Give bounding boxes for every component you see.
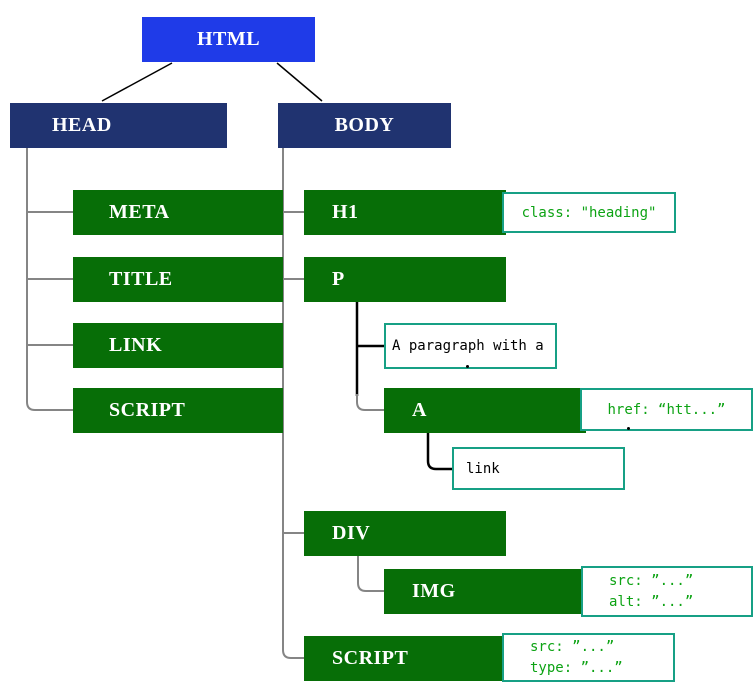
a-text-node-box: link [452, 447, 625, 490]
node-title-label: TITLE [109, 268, 173, 290]
edge-a-link [426, 433, 452, 471]
node-body-label: BODY [334, 114, 395, 136]
h1-attributes-text: class: "heading" [521, 204, 657, 221]
node-img-label: IMG [412, 580, 456, 602]
node-img: IMG [384, 569, 586, 614]
node-html-label: HTML [196, 28, 261, 50]
a-attributes-box: href: “htt...” [580, 388, 753, 431]
node-body: BODY [278, 103, 451, 148]
node-head: HEAD [10, 103, 227, 148]
node-meta: META [73, 190, 283, 235]
node-link-label: LINK [109, 334, 163, 356]
node-meta-label: META [109, 201, 170, 223]
p-text-node-box: A paragraph with a [384, 323, 557, 369]
edge-div-img [357, 556, 384, 592]
script-attributes-box: src: ”...” type: ”...” [502, 633, 675, 682]
edge-body-trunk [282, 148, 304, 659]
a-text-node-text: link [466, 460, 500, 477]
script-attributes-line2: type: ”...” [530, 659, 623, 676]
node-head-script-label: SCRIPT [109, 399, 186, 421]
edge-head-trunk [26, 148, 73, 411]
img-attributes-line1: src: ”...” [609, 573, 694, 590]
node-p-label: P [332, 268, 345, 290]
node-a: A [384, 388, 586, 433]
node-div: DIV [304, 511, 506, 556]
edge-html-head [101, 62, 173, 102]
node-body-script: SCRIPT [304, 636, 506, 681]
stray-dot [627, 427, 630, 430]
stray-dot [466, 365, 469, 368]
edge-html-body [276, 62, 323, 102]
h1-attributes-box: class: "heading" [502, 192, 676, 233]
node-title: TITLE [73, 257, 283, 302]
a-attributes-text: href: “htt...” [607, 401, 726, 418]
img-attributes-box: src: ”...” alt: ”...” [581, 566, 753, 617]
p-text-node-text: A paragraph with a [392, 338, 544, 354]
node-link: LINK [73, 323, 283, 368]
node-html: HTML [142, 17, 315, 62]
node-div-label: DIV [332, 522, 371, 544]
node-body-script-label: SCRIPT [332, 647, 409, 669]
img-attributes-line2: alt: ”...” [609, 593, 694, 610]
node-h1-label: H1 [332, 201, 359, 223]
node-head-script: SCRIPT [73, 388, 283, 433]
script-attributes-line1: src: ”...” [530, 639, 615, 656]
edge-p-a [356, 394, 384, 411]
node-a-label: A [412, 399, 427, 421]
node-p: P [304, 257, 506, 302]
node-head-label: HEAD [52, 114, 112, 136]
node-h1: H1 [304, 190, 506, 235]
